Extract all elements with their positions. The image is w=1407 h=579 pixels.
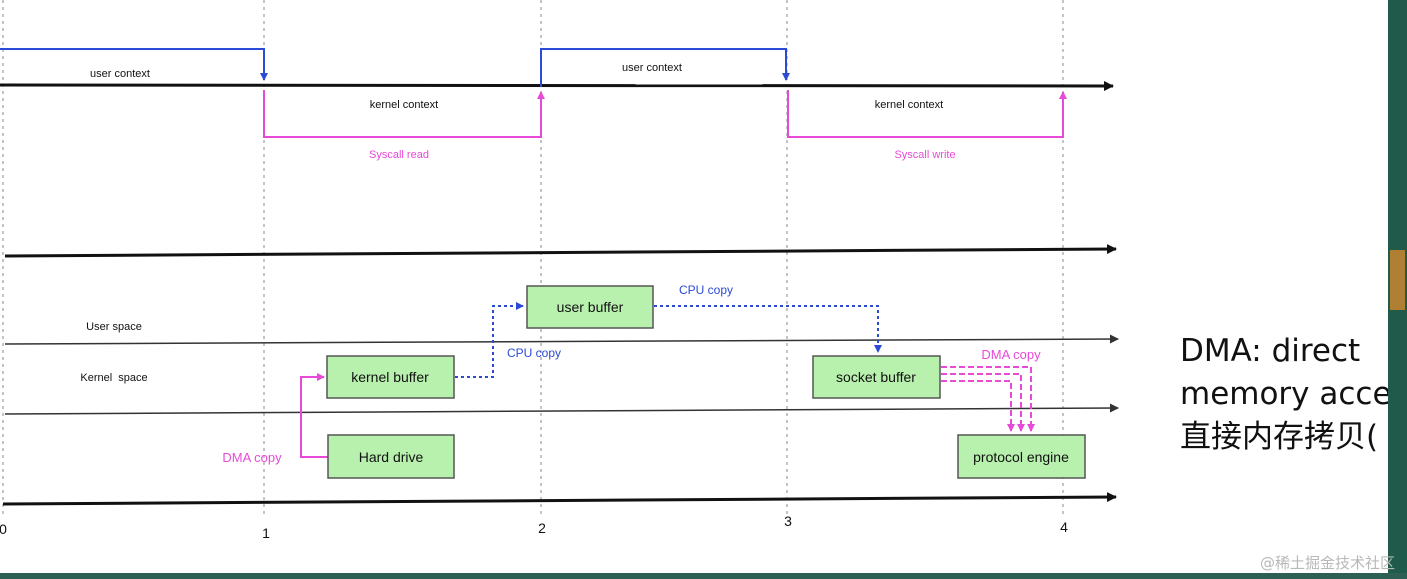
tick-label-2: 2 xyxy=(538,520,546,536)
user-context-label-1: user context xyxy=(90,68,150,80)
cpu-copy-label-1: CPU copy xyxy=(507,346,561,360)
slide-bottom-decoration xyxy=(0,573,1407,579)
box-socket-buffer: socket buffer xyxy=(812,355,941,399)
cpu-copy-arrow-2 xyxy=(654,305,882,353)
dma-copy-arrow-left xyxy=(300,373,328,458)
side-note-line-2: memory access xyxy=(1180,376,1407,412)
dma-copy-arrow-right-3 xyxy=(941,380,1015,432)
kernel-context-label-1: kernel context xyxy=(370,99,438,111)
time-guides xyxy=(2,0,1064,515)
tick-label-4: 4 xyxy=(1060,519,1068,535)
dma-copy-label-left: DMA copy xyxy=(222,450,282,465)
user-space-label: User space xyxy=(86,321,142,333)
user-context-line-2 xyxy=(540,48,790,87)
syscall-read-label: Syscall read xyxy=(369,149,429,161)
box-protocol-engine: protocol engine xyxy=(957,434,1086,479)
dma-copy-arrow-right-1 xyxy=(941,366,1035,432)
middle-axis xyxy=(4,244,1117,258)
cpu-copy-label-2: CPU copy xyxy=(679,283,733,297)
kernel-buffer-label: kernel buffer xyxy=(351,369,429,385)
tick-label-3: 3 xyxy=(784,513,792,529)
zero-copy-timeline-diagram: user context kernel context Syscall read… xyxy=(0,0,1119,541)
side-note-line-3: 直接内存拷贝( xyxy=(1180,419,1379,455)
socket-buffer-label: socket buffer xyxy=(836,369,916,385)
edge-accent xyxy=(1390,250,1405,310)
protocol-engine-label: protocol engine xyxy=(973,449,1069,465)
user-context-label-2: user context xyxy=(622,62,682,74)
kernel-space-label: Kernel space xyxy=(80,372,147,384)
tick-label-1: 1 xyxy=(262,525,270,541)
user-buffer-label: user buffer xyxy=(557,299,624,315)
dma-side-note: DMA: direct memory access 直接内存拷贝( xyxy=(1180,330,1407,459)
context-axis xyxy=(0,80,1114,91)
kernel-context-label-2: kernel context xyxy=(875,99,943,111)
time-axis xyxy=(2,492,1117,506)
kernel-context-line-2 xyxy=(787,90,1067,138)
tick-label-0: 0 xyxy=(0,521,7,537)
syscall-write-label: Syscall write xyxy=(894,149,955,161)
user-space-boundary xyxy=(4,334,1119,345)
kernel-space-boundary xyxy=(4,403,1119,415)
user-context-line-1 xyxy=(0,48,268,81)
user-context-lines xyxy=(0,48,790,87)
box-user-buffer: user buffer xyxy=(526,285,654,329)
box-kernel-buffer: kernel buffer xyxy=(326,355,455,399)
slide-edge-decoration xyxy=(1388,0,1407,579)
kernel-context-lines xyxy=(263,90,1067,138)
watermark: @稀土掘金技术社区 xyxy=(1259,554,1395,572)
kernel-context-line-1 xyxy=(263,90,545,138)
dma-copy-label-right: DMA copy xyxy=(981,347,1041,362)
hard-drive-label: Hard drive xyxy=(359,449,424,465)
dma-copy-arrows-right xyxy=(941,366,1035,432)
side-note-line-1: DMA: direct xyxy=(1180,333,1361,369)
cpu-copy-arrow-1 xyxy=(455,302,524,378)
box-hard-drive: Hard drive xyxy=(327,434,455,479)
tick-labels: 0 1 2 3 4 xyxy=(0,513,1068,541)
dma-copy-arrow-right-2 xyxy=(941,373,1025,432)
